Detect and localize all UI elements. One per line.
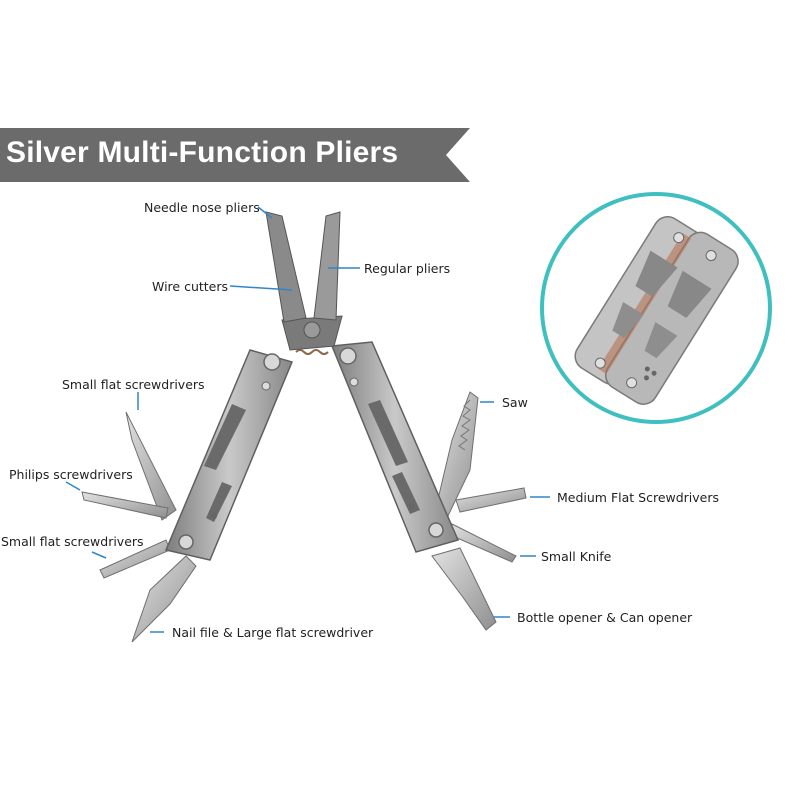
medium-flat-screwdriver-blade (455, 487, 527, 513)
leader-small-flat-bottom (91, 551, 107, 559)
jaw-right (313, 211, 341, 321)
leader-lines (65, 206, 550, 633)
jaw-left (265, 211, 307, 323)
pliers-head (265, 211, 343, 355)
nail-file-blade (131, 555, 197, 643)
label-philips-screwdrivers: Philips screwdrivers (9, 467, 133, 482)
philips-screwdriver-bit (81, 491, 169, 519)
small-flat-screwdriver-blade-top (125, 411, 177, 521)
title-banner (0, 128, 470, 182)
label-bottle-opener: Bottle opener & Can opener (517, 610, 693, 625)
leader-needle-nose (257, 206, 273, 219)
left-tools (81, 411, 197, 643)
leader-philips (65, 481, 81, 491)
label-needle-nose-pliers: Needle nose pliers (144, 200, 260, 215)
label-regular-pliers: Regular pliers (364, 261, 451, 276)
folded-tool-inset (540, 192, 772, 424)
label-nail-file: Nail file & Large flat screwdriver (172, 625, 374, 640)
label-wire-cutters: Wire cutters (152, 279, 229, 294)
right-handle (330, 341, 460, 553)
banner-title: Silver Multi-Function Pliers (6, 136, 399, 169)
left-handle (164, 349, 294, 561)
label-saw: Saw (502, 395, 528, 410)
label-small-flat-screwdrivers-top: Small flat screwdrivers (62, 377, 205, 392)
bottle-opener (431, 547, 497, 631)
label-small-flat-screwdrivers-bottom: Small flat screwdrivers (1, 534, 144, 549)
label-small-knife: Small Knife (541, 549, 612, 564)
label-medium-flat-screwdrivers: Medium Flat Screwdrivers (557, 490, 720, 505)
leader-wire-cutters (229, 285, 293, 291)
